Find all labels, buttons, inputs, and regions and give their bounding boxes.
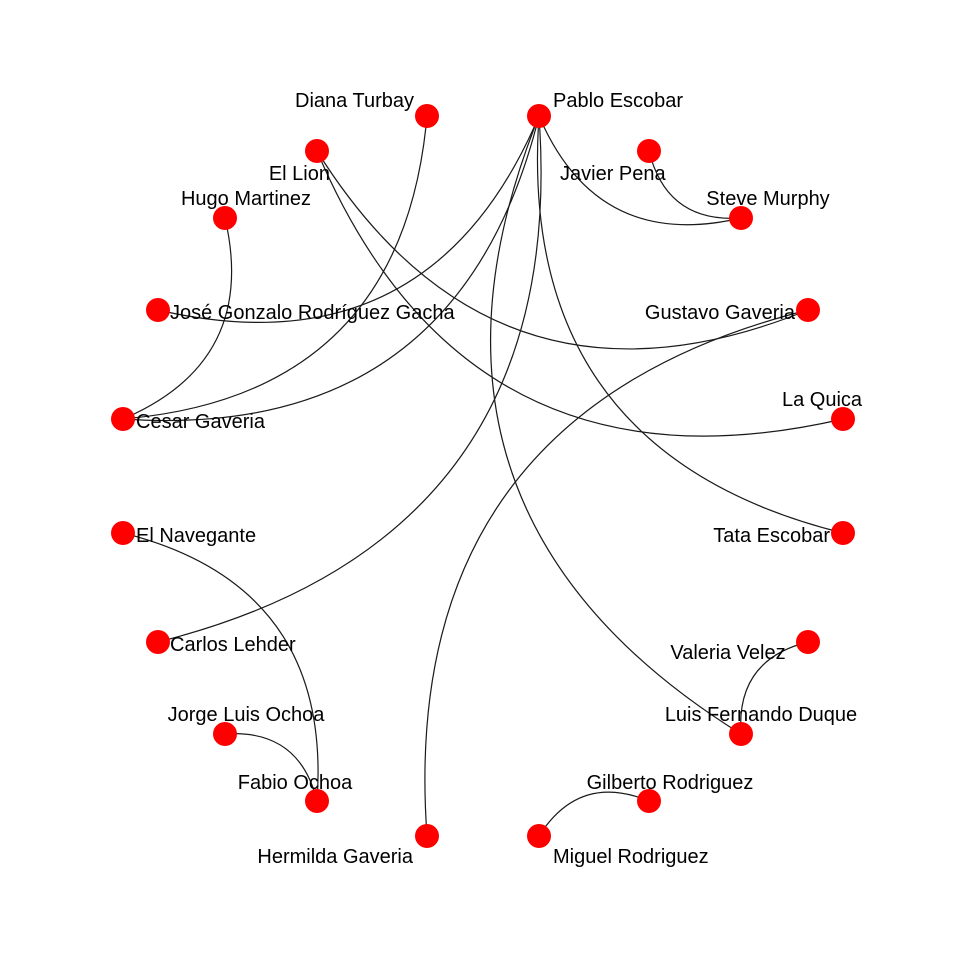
node-quica[interactable]: [831, 407, 855, 431]
node-pablo[interactable]: [527, 104, 551, 128]
label-valeria: Valeria Velez: [670, 642, 785, 664]
label-layer: Pablo Escobar Diana Turbay El Lion Javier P…: [136, 90, 863, 868]
node-steve[interactable]: [729, 206, 753, 230]
node-fabio[interactable]: [305, 789, 329, 813]
label-gilberto: Gilberto Rodriguez: [587, 772, 754, 794]
label-jorge: Jorge Luis Ochoa: [168, 704, 326, 726]
label-lehder: Carlos Lehder: [170, 634, 296, 656]
node-cesar[interactable]: [111, 407, 135, 431]
edge-pablo-cesar: [122, 115, 540, 422]
edge-lion-gustavo: [316, 150, 809, 350]
node-valeria[interactable]: [796, 630, 820, 654]
edge-pablo-tata: [536, 115, 844, 534]
label-hermilda: Hermilda Gaveria: [257, 846, 413, 868]
edge-navegante-fabio: [122, 532, 319, 802]
label-cesar: Cesar Gaveria: [136, 411, 266, 433]
node-lehder[interactable]: [146, 630, 170, 654]
node-navegante[interactable]: [111, 521, 135, 545]
node-lion[interactable]: [305, 139, 329, 163]
edge-jorge-fabio: [224, 733, 318, 802]
node-hugo[interactable]: [213, 206, 237, 230]
edge-pablo-gacha: [157, 115, 540, 323]
node-gacha[interactable]: [146, 298, 170, 322]
node-javier[interactable]: [637, 139, 661, 163]
edge-javier-steve: [648, 150, 742, 219]
edge-pablo-steve: [538, 115, 742, 226]
label-duque: Luis Fernando Duque: [665, 704, 857, 726]
edge-layer: [122, 115, 844, 837]
node-gustavo[interactable]: [796, 298, 820, 322]
label-hugo: Hugo Martinez: [181, 188, 311, 210]
label-javier: Javier Pena: [560, 163, 666, 185]
edge-gustavo-hermilda: [424, 309, 809, 837]
node-hermilda[interactable]: [415, 824, 439, 848]
node-tata[interactable]: [831, 521, 855, 545]
node-jorge[interactable]: [213, 722, 237, 746]
edge-gilberto-miguel: [538, 791, 650, 837]
edge-pablo-lehder: [157, 115, 542, 643]
label-pablo: Pablo Escobar: [553, 90, 683, 112]
label-gacha: José Gonzalo Rodríguez Gacha: [170, 302, 455, 324]
label-gustavo: Gustavo Gaveria: [645, 302, 796, 324]
node-diana[interactable]: [415, 104, 439, 128]
edge-valeria-duque: [740, 641, 809, 735]
label-navegante: El Navegante: [136, 525, 256, 547]
node-layer: [111, 104, 855, 848]
label-steve: Steve Murphy: [706, 188, 829, 210]
label-diana: Diana Turbay: [295, 90, 414, 112]
label-tata: Tata Escobar: [713, 525, 830, 547]
edge-diana-cesar: [122, 115, 428, 420]
node-miguel[interactable]: [527, 824, 551, 848]
node-gilberto[interactable]: [637, 789, 661, 813]
label-miguel: Miguel Rodriguez: [553, 846, 709, 868]
label-fabio: Fabio Ochoa: [238, 772, 353, 794]
edge-hugo-cesar: [122, 217, 233, 420]
node-duque[interactable]: [729, 722, 753, 746]
label-lion: El Lion: [269, 163, 330, 185]
edge-lion-quica: [316, 150, 844, 437]
label-quica: La Quica: [782, 389, 863, 411]
edge-pablo-duque: [490, 115, 742, 735]
